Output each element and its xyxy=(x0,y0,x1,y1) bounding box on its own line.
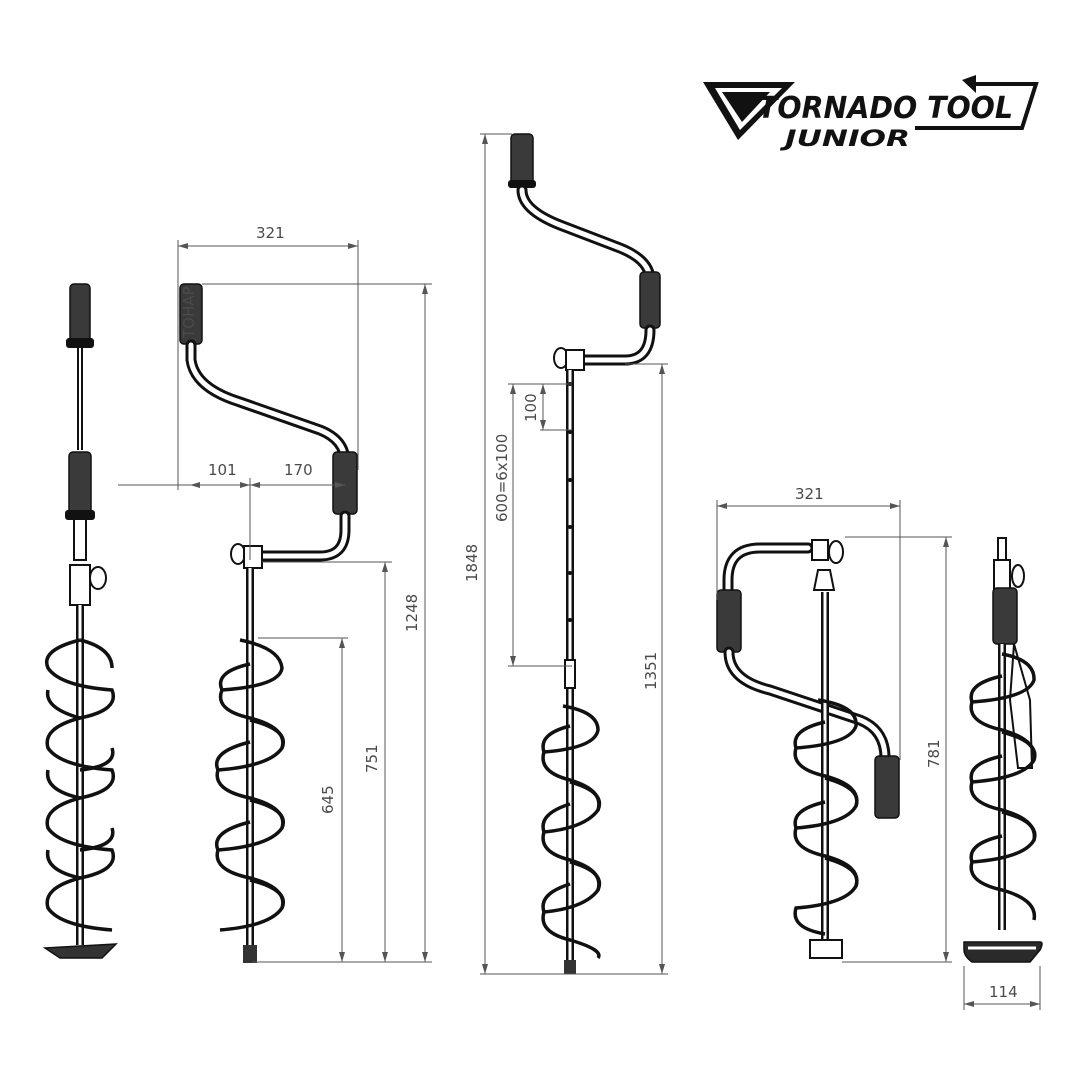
dim-height-781: 781 xyxy=(925,739,943,768)
brand-logo: TORNADO TOOL JUNIOR xyxy=(703,75,1039,152)
logo-arrow-icon xyxy=(915,82,1039,130)
dim-step-100: 100 xyxy=(522,393,540,422)
dim-width-114: 114 xyxy=(989,983,1018,1001)
dim-height-1248: 1248 xyxy=(403,594,421,632)
grip-label: ТОНАР xyxy=(180,286,198,339)
dim-offset-170: 170 xyxy=(284,461,313,479)
auger-view-blade-guard: 114 xyxy=(963,537,1043,1010)
dim-offset-101: 101 xyxy=(208,461,237,479)
auger-view-folded-handle: 321 781 xyxy=(716,485,952,963)
dim-height-645: 645 xyxy=(319,785,337,814)
dim-extension-600: 600=6x100 xyxy=(493,434,511,522)
logo-model-text: JUNIOR xyxy=(779,127,910,152)
dim-width-321: 321 xyxy=(256,224,285,242)
logo-brand-text: TORNADO TOOL xyxy=(758,91,1013,126)
auger-view-folded-side xyxy=(42,283,118,959)
auger-view-with-extension: 1848 600=6x100 100 1351 xyxy=(463,133,668,975)
dim-height-751: 751 xyxy=(363,744,381,773)
dim-height-1848: 1848 xyxy=(463,544,481,582)
dim-width-321-b: 321 xyxy=(795,485,824,503)
auger-view-assembled-front: ТОНАР 321 101 170 1248 xyxy=(118,224,432,963)
dim-height-1351: 1351 xyxy=(642,652,660,690)
